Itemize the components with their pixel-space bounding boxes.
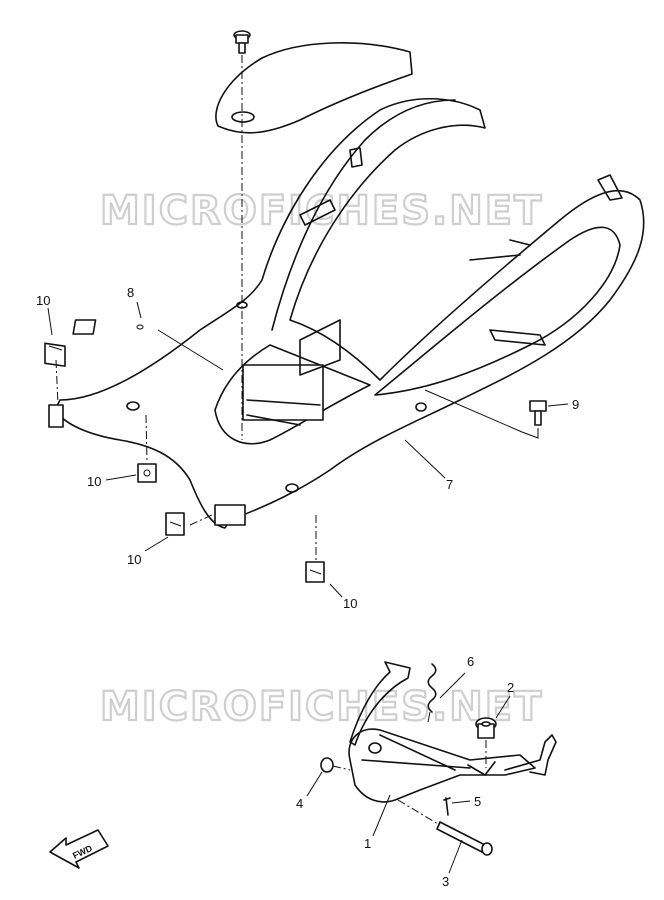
callout-7: 7 (446, 477, 453, 492)
part-10-clip-nut-a (44, 342, 66, 367)
callout-1: 1 (364, 836, 371, 851)
right-arm-rib-2 (469, 239, 531, 261)
fwd-arrow-icon: FWD (49, 829, 109, 869)
axis-4 (332, 765, 351, 771)
stand-leg (361, 734, 471, 771)
part-3-shaft (436, 821, 493, 856)
board-hole-right (415, 402, 427, 412)
part-4-washer (320, 757, 334, 773)
stand-frame (348, 728, 536, 803)
part-10-clip-nut-b (137, 463, 157, 483)
watermark-top: MICROFICHES.NET (100, 188, 543, 234)
board-hole-center (285, 483, 299, 493)
leader-10a (47, 307, 53, 336)
leader-1 (372, 794, 391, 837)
leader-10c (144, 536, 169, 552)
part-10-clip-nut-d (305, 561, 325, 583)
axis-10b (145, 414, 148, 463)
leader-8-to-board (157, 329, 224, 371)
leader-5 (451, 800, 471, 804)
part-2-collar (475, 717, 497, 739)
callout-3: 3 (442, 874, 449, 889)
stand-kick-lever (504, 734, 557, 776)
floor-panel-assembly (48, 30, 645, 529)
left-arm-slot (349, 147, 363, 168)
part-8-nut (72, 319, 144, 335)
callout-4: 4 (296, 796, 303, 811)
board-hole-rear (236, 301, 248, 309)
axis-10c (189, 514, 213, 526)
board-hole-left (126, 401, 140, 411)
sheet-hole (231, 111, 255, 123)
part-5-cotter-pin (443, 797, 451, 816)
leader-7 (404, 439, 446, 479)
left-arm-rib (299, 199, 336, 226)
part-10-clip-nut-c (165, 512, 185, 536)
front-left-tab (48, 404, 64, 428)
callout-5: 5 (474, 794, 481, 809)
callout-10-b: 10 (87, 474, 101, 489)
top-screw (233, 30, 251, 54)
leader-10d (329, 583, 343, 598)
part-6-spring (427, 663, 437, 723)
right-arm-rib (489, 329, 546, 346)
callout-10-c: 10 (127, 552, 141, 567)
axis-9 (424, 389, 539, 439)
left-arm-block (299, 319, 341, 376)
tub-floor-lines (246, 399, 321, 426)
leader-2 (495, 695, 511, 719)
left-arm-inner-curve (271, 99, 456, 331)
main-stand-assembly (348, 661, 557, 803)
callout-10-d: 10 (343, 596, 357, 611)
leader-8 (136, 301, 142, 319)
upper-cover-sheet (215, 42, 413, 134)
axis-10a (55, 359, 59, 406)
callout-6: 6 (467, 654, 474, 669)
right-arm-tab (597, 174, 623, 201)
leader-10b (105, 474, 137, 481)
axis-3 (397, 799, 439, 825)
callout-8: 8 (127, 285, 134, 300)
watermark-bottom: MICROFICHES.NET (100, 684, 543, 730)
callout-2: 2 (507, 680, 514, 695)
leader-3 (448, 839, 463, 874)
front-center-tab (214, 504, 246, 526)
leader-9 (547, 403, 569, 407)
callout-10-a: 10 (36, 293, 50, 308)
part-9-bolt (529, 400, 547, 426)
stand-foot (467, 761, 496, 776)
tub-opening-back-wall (242, 364, 324, 421)
right-arm-inner-curve (374, 226, 621, 396)
leader-6 (439, 672, 466, 699)
stand-upper-bracket (349, 661, 411, 746)
callout-9: 9 (572, 397, 579, 412)
leader-4 (306, 771, 323, 797)
stand-pivot-hole (368, 742, 382, 754)
